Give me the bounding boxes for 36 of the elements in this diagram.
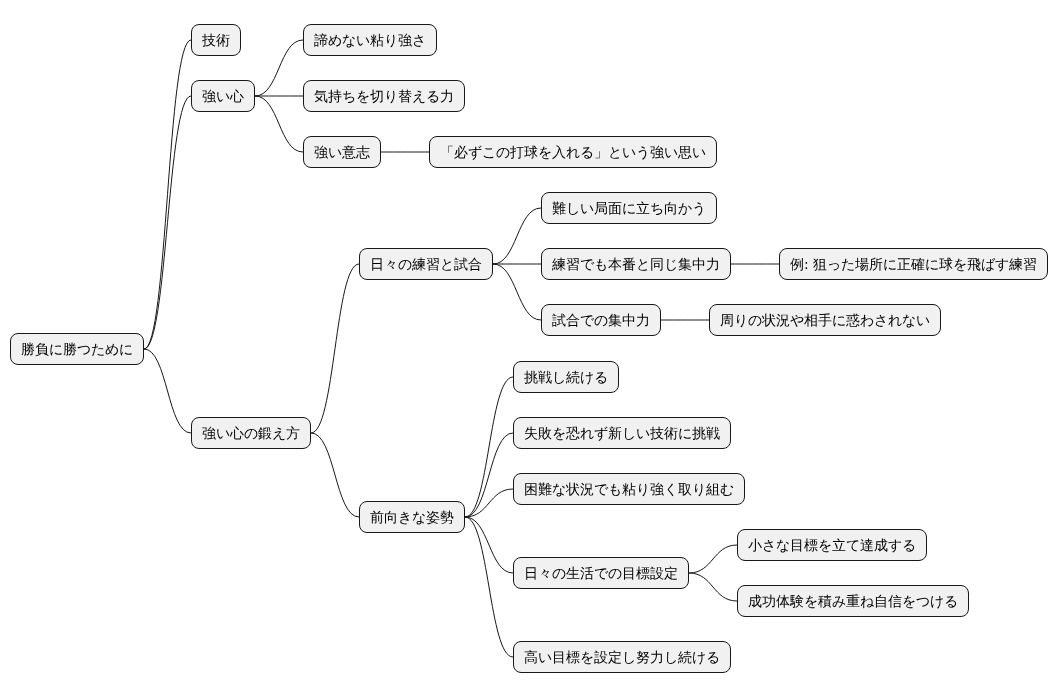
connector-line — [380, 151, 430, 153]
topic-box: 強い心 — [191, 80, 255, 112]
connector-line — [492, 263, 542, 321]
topic-box: 気持ちを切り替える力 — [303, 80, 465, 112]
connector-line — [310, 263, 360, 434]
connector-line — [688, 572, 738, 602]
topic-box: 失敗を恐れず新しい技術に挑戦 — [513, 417, 731, 449]
connector-line — [143, 348, 192, 434]
topic-box: 「必ずこの打球を入れる」という強い思い — [429, 136, 717, 168]
topic-box: 難しい局面に立ち向かう — [541, 192, 717, 224]
topic-box: 技術 — [191, 24, 241, 56]
topic-box: 高い目標を設定し努力し続ける — [513, 641, 731, 673]
connector-line — [730, 263, 780, 265]
topic-box: 試合での集中力 — [541, 304, 661, 336]
connector-line — [310, 432, 360, 518]
topic-box: 周りの状況や相手に惑わされない — [709, 304, 941, 336]
topic-box: 小さな目標を立て達成する — [737, 529, 927, 561]
topic-box: 練習でも本番と同じ集中力 — [541, 248, 731, 280]
connector-line — [254, 95, 304, 153]
topic-box: 成功体験を積み重ね自信をつける — [737, 585, 969, 617]
connector-line — [688, 544, 738, 574]
topic-box: 勝負に勝つために — [10, 333, 144, 365]
connector-line — [254, 95, 304, 97]
topic-box: 日々の練習と試合 — [359, 248, 493, 280]
topic-box: 日々の生活での目標設定 — [513, 557, 689, 589]
topic-box: 前向きな姿勢 — [359, 501, 465, 533]
connector-line — [143, 95, 192, 350]
topic-box: 強い意志 — [303, 136, 381, 168]
connector-line — [492, 263, 542, 265]
topic-box: 強い心の鍛え方 — [191, 417, 311, 449]
topic-box: 諦めない粘り強さ — [303, 24, 437, 56]
connector-line — [464, 516, 514, 658]
topic-box: 困難な状況でも粘り強く取り組む — [513, 473, 745, 505]
topic-box: 挑戦し続ける — [513, 361, 619, 393]
connector-line — [660, 319, 710, 321]
topic-box: 例: 狙った場所に正確に球を飛ばす練習 — [779, 248, 1049, 280]
